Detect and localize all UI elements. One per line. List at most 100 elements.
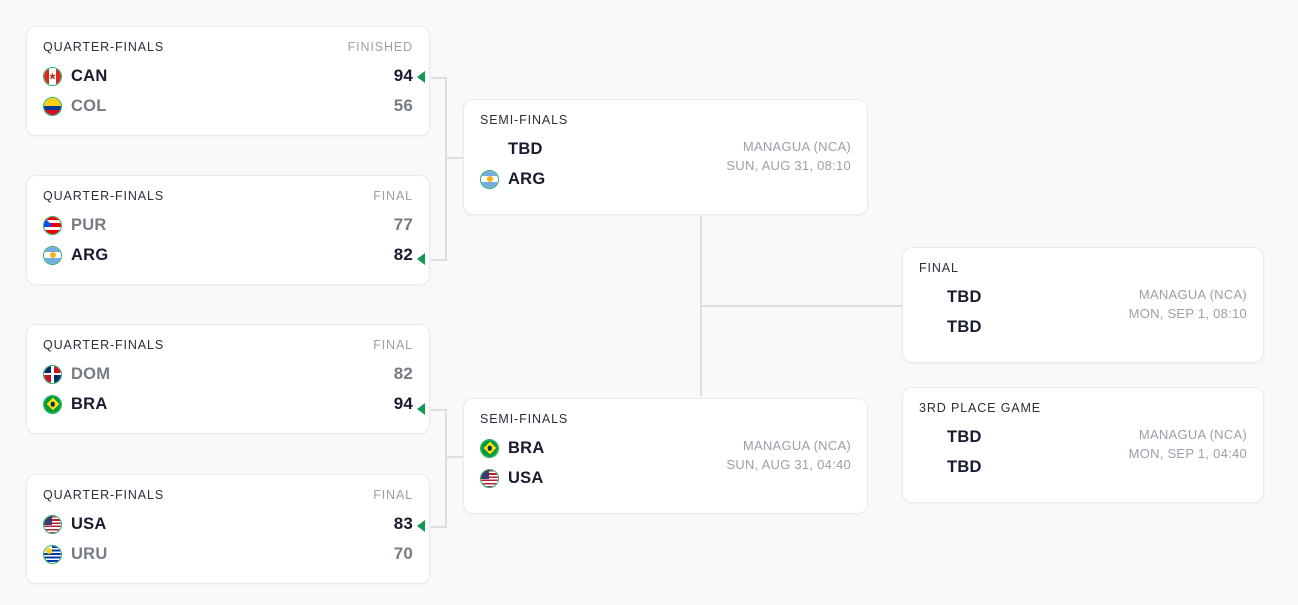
flag-colombia-icon — [43, 96, 62, 116]
team-row: TBD — [919, 422, 1247, 452]
match-card-quarterfinal-3[interactable]: QUARTER-FINALS FINAL DOM 82 BRA 94 — [26, 324, 430, 434]
card-header: QUARTER-FINALS FINAL — [27, 325, 429, 352]
card-header: SEMI-FINALS — [464, 399, 867, 426]
team-code: URU — [71, 544, 108, 563]
venue-label: MANAGUA (NCA) — [1138, 427, 1247, 442]
match-card-semifinal-1[interactable]: SEMI-FINALS TBD ARG MANAGUA (NCA) SUN, A… — [463, 99, 868, 215]
team-code: COL — [71, 96, 107, 115]
team-score: 82 — [393, 245, 413, 264]
card-body: CAN 94 COL 56 — [27, 54, 429, 135]
match-card-quarterfinal-2[interactable]: QUARTER-FINALS FINAL PUR 77 ARG 82 — [26, 175, 430, 285]
winner-arrow-icon — [417, 71, 425, 83]
match-meta: MANAGUA (NCA) SUN, AUG 31, 08:10 — [726, 138, 851, 176]
match-card-semifinal-2[interactable]: SEMI-FINALS BRA USA MANAGUA (NCA) SUN, A… — [463, 398, 868, 514]
card-body: USA 83 URU 70 — [27, 502, 429, 583]
team-row: PUR 77 — [43, 210, 413, 240]
team-code: USA — [508, 468, 544, 487]
connector-sf1-vertical — [445, 77, 447, 261]
status-badge: FINAL — [373, 338, 413, 352]
datetime-label: MON, SEP 1, 04:40 — [1128, 445, 1247, 461]
team-code: TBD — [947, 317, 982, 336]
flag-canada-icon — [43, 66, 62, 86]
team-code: PUR — [71, 215, 107, 234]
flag-placeholder-icon — [919, 288, 938, 307]
status-badge: FINAL — [373, 189, 413, 203]
match-card-final[interactable]: FINAL TBD TBD MANAGUA (NCA) MON, SEP 1, … — [902, 247, 1264, 363]
team-code: CAN — [71, 66, 108, 85]
datetime-label: SUN, AUG 31, 04:40 — [726, 456, 851, 472]
team-code: BRA — [508, 438, 545, 457]
round-label: QUARTER-FINALS — [43, 338, 165, 352]
flag-argentina-icon — [480, 169, 499, 189]
team-code: BRA — [71, 394, 108, 413]
team-row: USA — [480, 463, 851, 493]
round-label: FINAL — [919, 261, 959, 275]
team-row: TBD — [919, 312, 1247, 342]
round-label: SEMI-FINALS — [480, 412, 569, 426]
match-card-quarterfinal-1[interactable]: QUARTER-FINALS FINISHED CAN 94 COL 56 — [26, 26, 430, 136]
team-row: ARG — [480, 164, 851, 194]
match-card-quarterfinal-4[interactable]: QUARTER-FINALS FINAL USA 83 URU 70 — [26, 474, 430, 584]
team-code: TBD — [947, 457, 982, 476]
team-code: TBD — [947, 427, 982, 446]
flag-placeholder-icon — [919, 428, 938, 447]
connector-sf2-in — [445, 456, 463, 458]
team-code: TBD — [947, 287, 982, 306]
card-header: QUARTER-FINALS FINAL — [27, 176, 429, 203]
team-row: COL 56 — [43, 91, 413, 121]
team-score: 94 — [393, 66, 413, 85]
team-code: USA — [71, 514, 107, 533]
card-body: TBD TBD MANAGUA (NCA) MON, SEP 1, 08:10 — [903, 275, 1263, 356]
connector-sf2-vertical — [445, 409, 447, 528]
connector-qf4 — [431, 526, 447, 528]
flag-dominican-republic-icon — [43, 364, 62, 384]
venue-label: MANAGUA (NCA) — [742, 139, 851, 154]
venue-label: MANAGUA (NCA) — [1138, 287, 1247, 302]
card-body: TBD ARG MANAGUA (NCA) SUN, AUG 31, 08:10 — [464, 127, 867, 208]
team-row: DOM 82 — [43, 359, 413, 389]
winner-arrow-icon — [417, 403, 425, 415]
team-score: 94 — [393, 394, 413, 413]
team-score: 77 — [393, 215, 413, 234]
datetime-label: SUN, AUG 31, 08:10 — [726, 157, 851, 173]
flag-puerto-rico-icon — [43, 215, 62, 235]
team-score: 56 — [393, 96, 413, 115]
team-score: 70 — [393, 544, 413, 563]
flag-brazil-icon — [43, 394, 62, 414]
team-row: BRA — [480, 433, 851, 463]
team-code: ARG — [71, 245, 109, 264]
card-body: BRA USA MANAGUA (NCA) SUN, AUG 31, 04:40 — [464, 426, 867, 507]
round-label: QUARTER-FINALS — [43, 189, 165, 203]
connector-qf3 — [431, 409, 447, 411]
flag-usa-icon — [480, 468, 499, 488]
team-row: ARG 82 — [43, 240, 413, 270]
team-row: USA 83 — [43, 509, 413, 539]
card-header: QUARTER-FINALS FINISHED — [27, 27, 429, 54]
card-header: QUARTER-FINALS FINAL — [27, 475, 429, 502]
round-label: QUARTER-FINALS — [43, 40, 165, 54]
round-label: QUARTER-FINALS — [43, 488, 165, 502]
team-row: TBD — [919, 282, 1247, 312]
team-row: CAN 94 — [43, 61, 413, 91]
card-body: PUR 77 ARG 82 — [27, 203, 429, 284]
match-meta: MANAGUA (NCA) MON, SEP 1, 04:40 — [1129, 426, 1247, 464]
team-row: BRA 94 — [43, 389, 413, 419]
flag-argentina-icon — [43, 245, 62, 265]
card-body: DOM 82 BRA 94 — [27, 352, 429, 433]
match-meta: MANAGUA (NCA) MON, SEP 1, 08:10 — [1129, 286, 1247, 324]
team-code: TBD — [508, 139, 543, 158]
match-meta: MANAGUA (NCA) SUN, AUG 31, 04:40 — [726, 437, 851, 475]
team-row: URU 70 — [43, 539, 413, 569]
card-header: 3RD PLACE GAME — [903, 388, 1263, 415]
round-label: 3RD PLACE GAME — [919, 401, 1042, 415]
winner-arrow-icon — [417, 253, 425, 265]
team-row: TBD — [480, 134, 851, 164]
team-row: TBD — [919, 452, 1247, 482]
flag-brazil-icon — [480, 438, 499, 458]
team-code: DOM — [71, 364, 111, 383]
datetime-label: MON, SEP 1, 08:10 — [1128, 305, 1247, 321]
status-badge: FINAL — [373, 488, 413, 502]
venue-label: MANAGUA (NCA) — [742, 438, 851, 453]
match-card-third-place[interactable]: 3RD PLACE GAME TBD TBD MANAGUA (NCA) MON… — [902, 387, 1264, 503]
